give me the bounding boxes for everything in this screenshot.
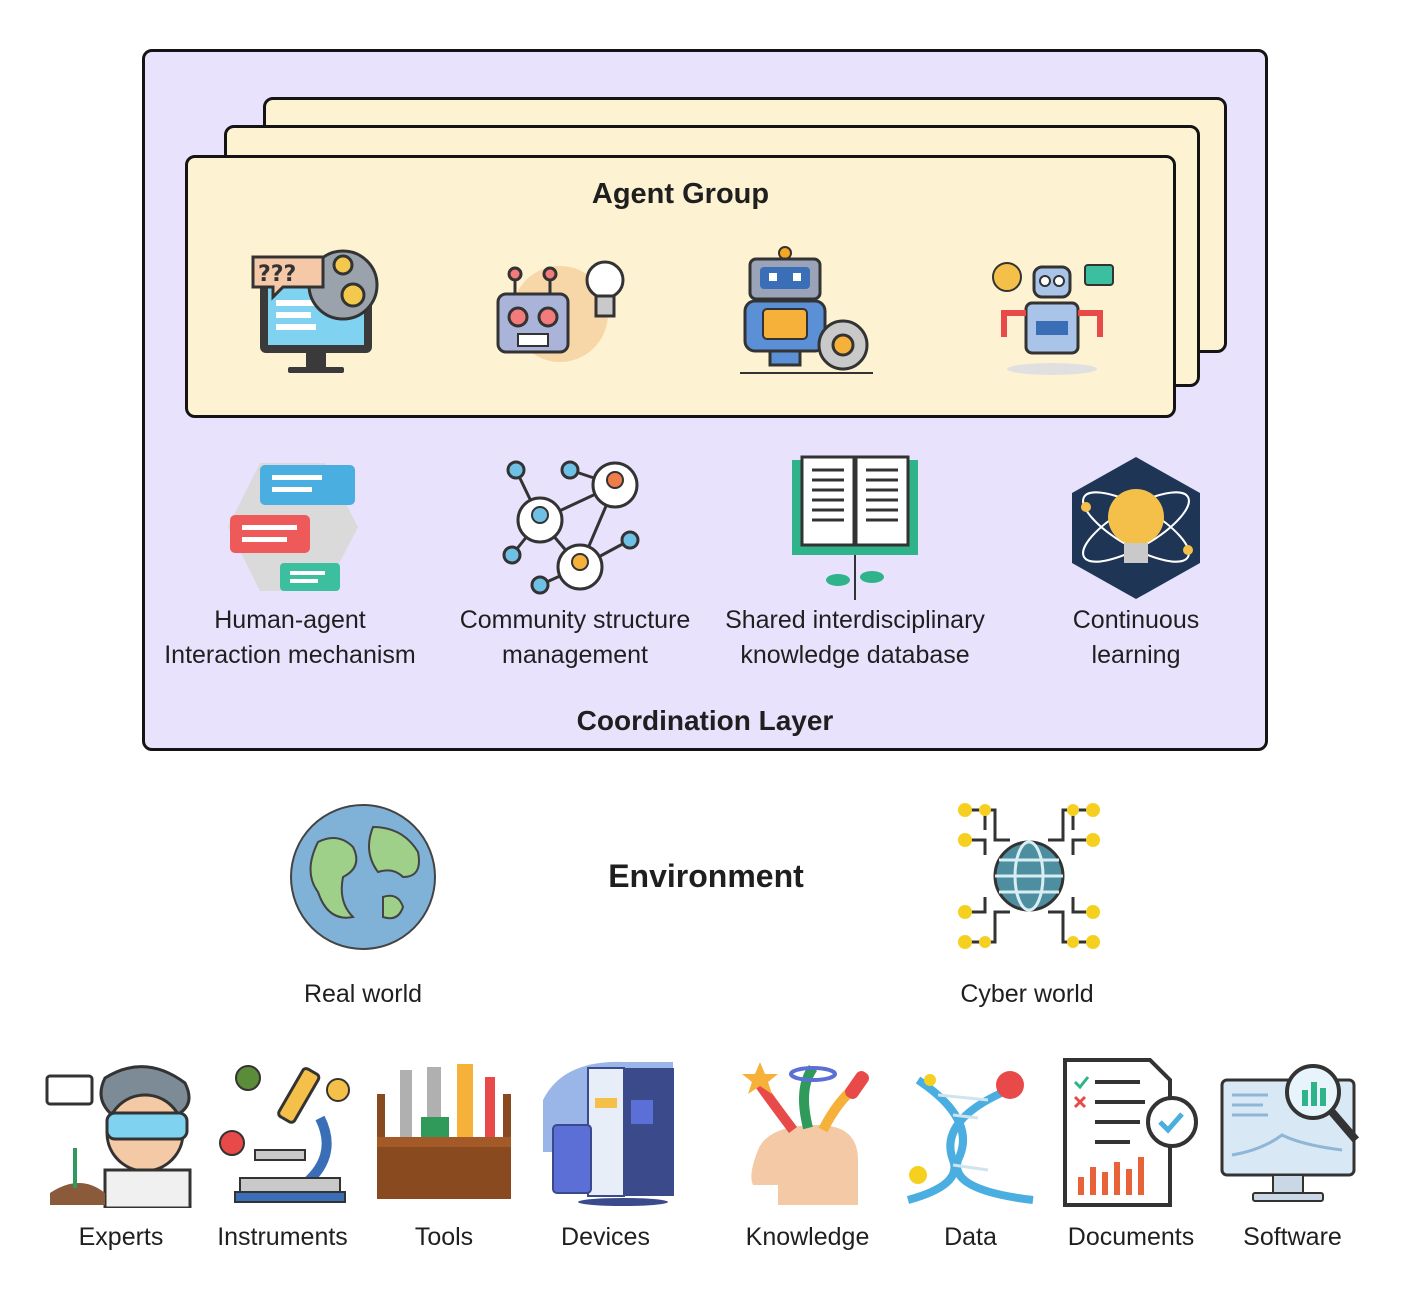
community-network-icon xyxy=(500,455,645,600)
instruments-label: Instruments xyxy=(217,1223,348,1251)
knowledge-database-label: Shared interdisciplinary knowledge datab… xyxy=(725,606,985,669)
lightbulb-atom-icon xyxy=(1070,455,1202,600)
tools-label: Tools xyxy=(414,1223,474,1251)
environment-title: Environment xyxy=(608,858,804,894)
robot-idea-icon xyxy=(490,252,630,377)
scientist-icon xyxy=(45,1058,197,1208)
open-book-icon xyxy=(790,455,920,600)
agent-group-title: Agent Group xyxy=(591,178,770,210)
software-monitor-icon xyxy=(1218,1060,1366,1208)
robot-brain-chat-icon xyxy=(982,245,1117,380)
continuous-learning-label: Continuous learning xyxy=(1072,606,1200,669)
documents-label: Documents xyxy=(1067,1223,1195,1251)
globe-icon xyxy=(288,802,438,952)
real-world-label: Real world xyxy=(303,980,423,1008)
knowledge-head-icon xyxy=(738,1060,883,1208)
experts-label: Experts xyxy=(78,1223,164,1251)
knowledge-label: Knowledge xyxy=(745,1223,870,1251)
cyber-globe-circuit-icon xyxy=(955,802,1103,950)
server-devices-icon xyxy=(533,1060,678,1208)
svg-text:???: ??? xyxy=(258,262,296,287)
devices-label: Devices xyxy=(561,1223,650,1251)
documents-report-icon xyxy=(1060,1057,1200,1207)
data-label: Data xyxy=(944,1223,997,1251)
cyber-world-label: Cyber world xyxy=(960,980,1094,1008)
human-agent-interaction-label: Human-agent Interaction mechanism xyxy=(164,606,416,669)
ai-question-monitor-icon: ??? xyxy=(248,245,383,380)
chat-bubbles-icon xyxy=(220,455,360,600)
software-label: Software xyxy=(1243,1223,1342,1251)
dna-virus-icon xyxy=(898,1060,1043,1208)
toolbox-icon xyxy=(375,1062,513,1202)
robot-gear-icon xyxy=(735,245,875,380)
community-structure-label: Community structure management xyxy=(459,606,691,669)
coordination-layer-title: Coordination Layer xyxy=(576,705,834,736)
microscope-icon xyxy=(210,1058,360,1208)
